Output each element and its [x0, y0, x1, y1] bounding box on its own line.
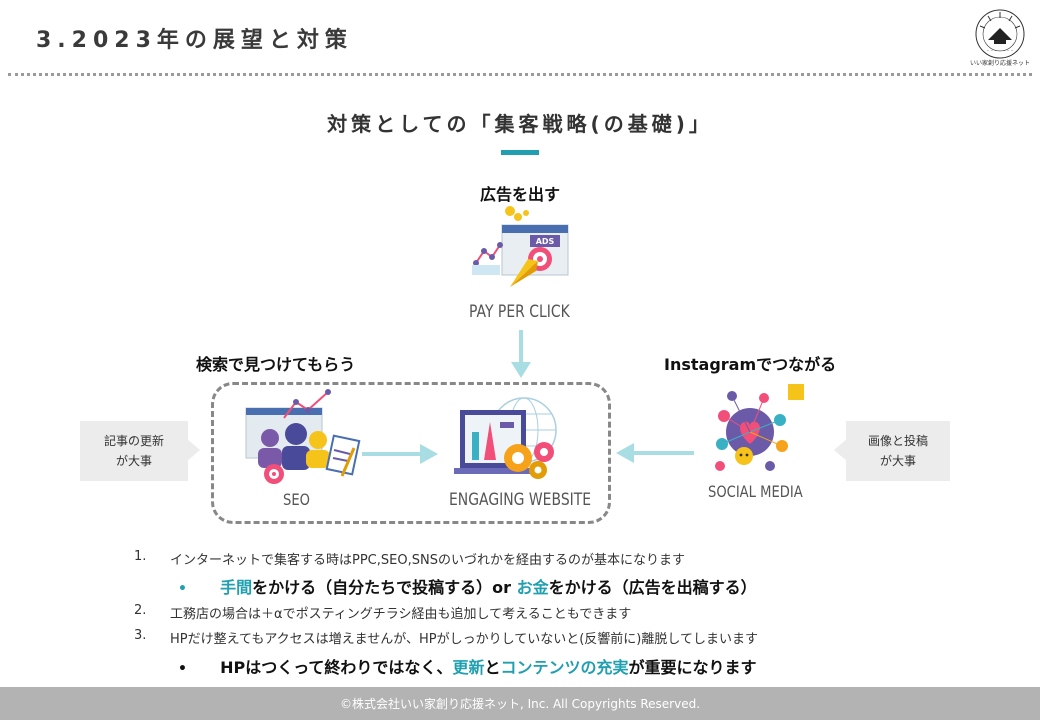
seo-label: 検索で見つけてもらう	[196, 355, 356, 374]
down-arrow-icon	[511, 330, 531, 378]
highlight-content: コンテンツの充実	[500, 658, 629, 677]
highlight-update: 更新	[452, 658, 485, 677]
footer-bar	[0, 687, 1040, 720]
pay-per-click-icon: ADS	[472, 206, 569, 287]
bubble-image-post: 画像と投稿 が大事	[846, 421, 950, 481]
heading-accent-bar	[501, 150, 539, 155]
bubble-article-update: 記事の更新 が大事	[80, 421, 188, 481]
bullet-text-c: と	[484, 658, 501, 677]
website-caption: ENGAGING WEBSITE	[449, 490, 592, 510]
logo-text: いい家創り応援ネット	[969, 60, 1030, 67]
list-number: 1.	[134, 549, 147, 564]
bubble-left-pointer	[186, 438, 200, 462]
bullet-text-b: をかける（自分たちで投稿する）or	[252, 578, 517, 597]
left-arrow-icon	[616, 443, 694, 463]
seo-caption: SEO	[283, 490, 310, 509]
footer-copyright: ©株式会社いい家創り応援ネット, Inc. All Copyrights Res…	[339, 697, 701, 711]
list-number: 3.	[134, 628, 147, 643]
bullet-mark: •	[178, 581, 187, 597]
bubble-left-line-2: が大事	[115, 454, 152, 468]
right-arrow-icon	[362, 444, 438, 464]
svg-text:ADS: ADS	[536, 237, 555, 246]
list-text: インターネットで集客する時はPPC,SEO,SNSのいづれかを経由するのが基本に…	[170, 553, 685, 568]
svg-text:~ ~ ~ ~ ~ ~ ~: ~ ~ ~ ~ ~ ~ ~	[986, 49, 1013, 53]
instagram-label: Instagramでつながる	[664, 355, 837, 374]
bubble-right-line-1: 画像と投稿	[867, 434, 928, 448]
bubble-left-line-1: 記事の更新	[103, 434, 164, 448]
header-divider	[8, 73, 1032, 76]
bullet-mark: •	[178, 661, 187, 677]
website-funnel-frame	[211, 382, 611, 524]
highlight-money: お金	[516, 578, 549, 597]
bullet-text-a: HPはつくって終わりではなく、	[220, 658, 453, 677]
list-text: 工務店の場合は＋αでポスティングチラシ経由も追加して考えることもできます	[170, 607, 632, 622]
seo-icon	[245, 389, 361, 484]
section-heading: 対策としての「集客戦略(の基礎)」	[327, 112, 713, 136]
page-title: 3.2023年の展望と対策	[36, 28, 353, 53]
bullet-update-and-content: • HPはつくって終わりではなく、更新とコンテンツの充実が重要になります	[178, 654, 757, 678]
list-number: 2.	[134, 603, 147, 618]
social-media-icon	[715, 384, 804, 471]
ppc-caption: PAY PER CLICK	[469, 302, 570, 322]
social-media-caption: SOCIAL MEDIA	[708, 482, 803, 501]
bullet-effort-or-money: • 手間をかける（自分たちで投稿する）or お金をかける（広告を出稿する）	[178, 574, 757, 598]
list-text: HPだけ整えてもアクセスは増えませんが、HPがしっかりしていないと(反響前に)離…	[170, 632, 758, 647]
engaging-website-icon	[454, 397, 557, 479]
bullet-text-e: が重要になります	[628, 658, 757, 677]
ads-label: 広告を出す	[479, 185, 560, 204]
bullet-text-d: をかける（広告を出稿する）	[548, 578, 757, 597]
highlight-effort: 手間	[220, 578, 253, 597]
company-logo-icon: ~ ~ ~ ~ ~ ~ ~	[975, 9, 1025, 59]
bubble-right-line-2: が大事	[879, 454, 916, 468]
bubble-right-pointer	[834, 438, 848, 462]
